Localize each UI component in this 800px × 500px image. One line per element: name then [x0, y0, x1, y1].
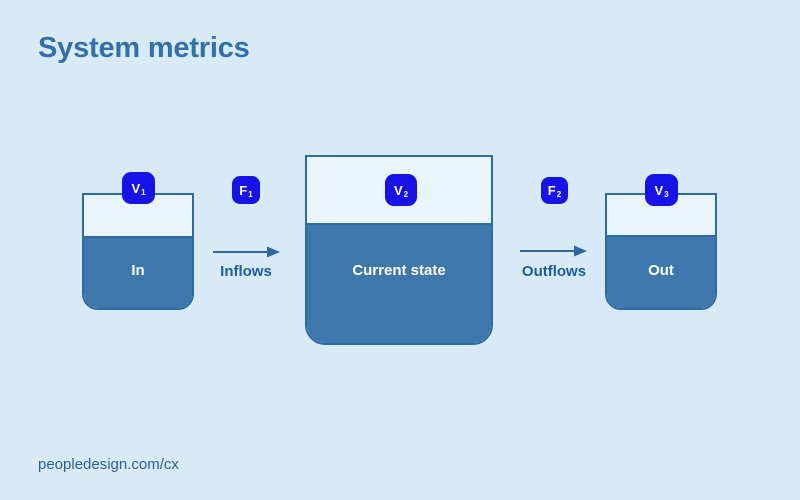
inflows-label: Inflows — [220, 263, 272, 280]
tank-out: Out — [605, 193, 717, 310]
tank-in-fill — [84, 236, 192, 308]
tank-current-state-fill — [307, 223, 491, 343]
badge-v2-letter: V — [393, 182, 403, 198]
badge-f2-subscript: 2 — [556, 190, 562, 199]
tank-in-label: In — [131, 262, 145, 279]
inflow-arrow-icon — [213, 246, 280, 258]
tank-in: In — [82, 193, 194, 310]
badge-f2-letter: F — [547, 183, 556, 198]
badge-f1-letter: F — [239, 182, 248, 198]
outflows-label: Outflows — [521, 263, 587, 280]
badge-f1-subscript: 1 — [248, 189, 253, 199]
outflow-arrow-icon — [520, 245, 587, 257]
tank-out-label: Out — [648, 262, 674, 279]
badge-v3-subscript: 3 — [664, 189, 669, 199]
badge-v1-subscript: 1 — [141, 187, 146, 197]
tank-current-state-label: Current state — [352, 262, 446, 279]
footer-url: peopledesign.com/cx — [38, 456, 179, 473]
tank-out-fill — [607, 235, 715, 308]
badge-v1-letter: V — [131, 180, 141, 196]
badge-v3-letter: V — [654, 182, 664, 198]
page-title: System metrics — [38, 32, 250, 64]
badge-v2-subscript: 2 — [403, 189, 409, 199]
